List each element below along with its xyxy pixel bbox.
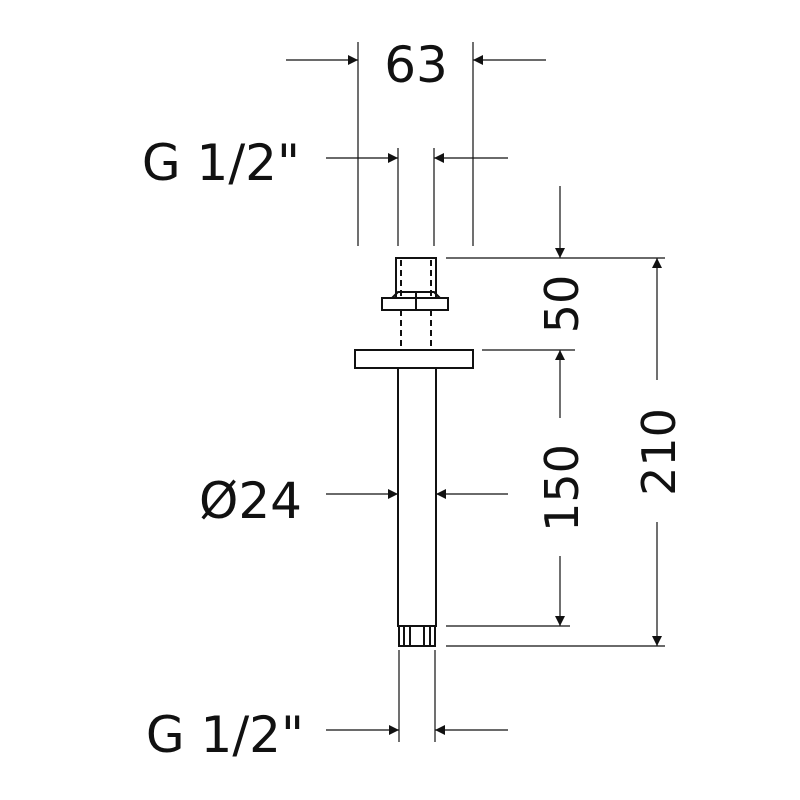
bottom-thread: [398, 625, 436, 647]
total-length-label: 210: [632, 408, 686, 496]
top-thread-label: G 1/2": [142, 134, 300, 192]
upper-length-label: 50: [535, 275, 589, 334]
diameter-label: Ø24: [199, 472, 302, 530]
ceiling-flange: [354, 349, 474, 369]
bottom-thread-label: G 1/2": [146, 706, 304, 764]
hex-nut: [381, 291, 449, 350]
pipe-body: [397, 367, 437, 627]
width-label: 63: [384, 36, 448, 94]
pipe-length-label: 150: [535, 444, 589, 532]
dimension-arrows: [286, 55, 662, 735]
shower-arm-outline: [354, 257, 474, 647]
